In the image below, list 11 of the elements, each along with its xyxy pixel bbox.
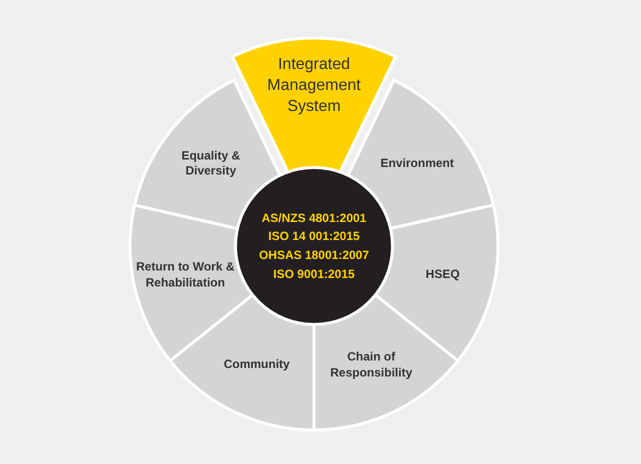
segment-label: Chain of Responsibility: [321, 349, 422, 381]
standard-label: ISO 14 001:2015: [268, 228, 360, 246]
segment-label: Community: [206, 357, 307, 373]
highlighted-segment-label: Integrated Management System: [254, 54, 374, 118]
segment-label: Equality & Diversity: [170, 148, 251, 180]
segment-label: Return to Work & Rehabilitation: [129, 260, 242, 291]
segment-label: Environment: [367, 156, 468, 172]
segment-label: HSEQ: [398, 268, 488, 284]
standard-label: OHSAS 18001:2007: [258, 247, 370, 264]
standard-label: AS/NZS 4801:2001: [262, 210, 366, 227]
standard-label: ISO 9001:2015: [273, 266, 355, 283]
